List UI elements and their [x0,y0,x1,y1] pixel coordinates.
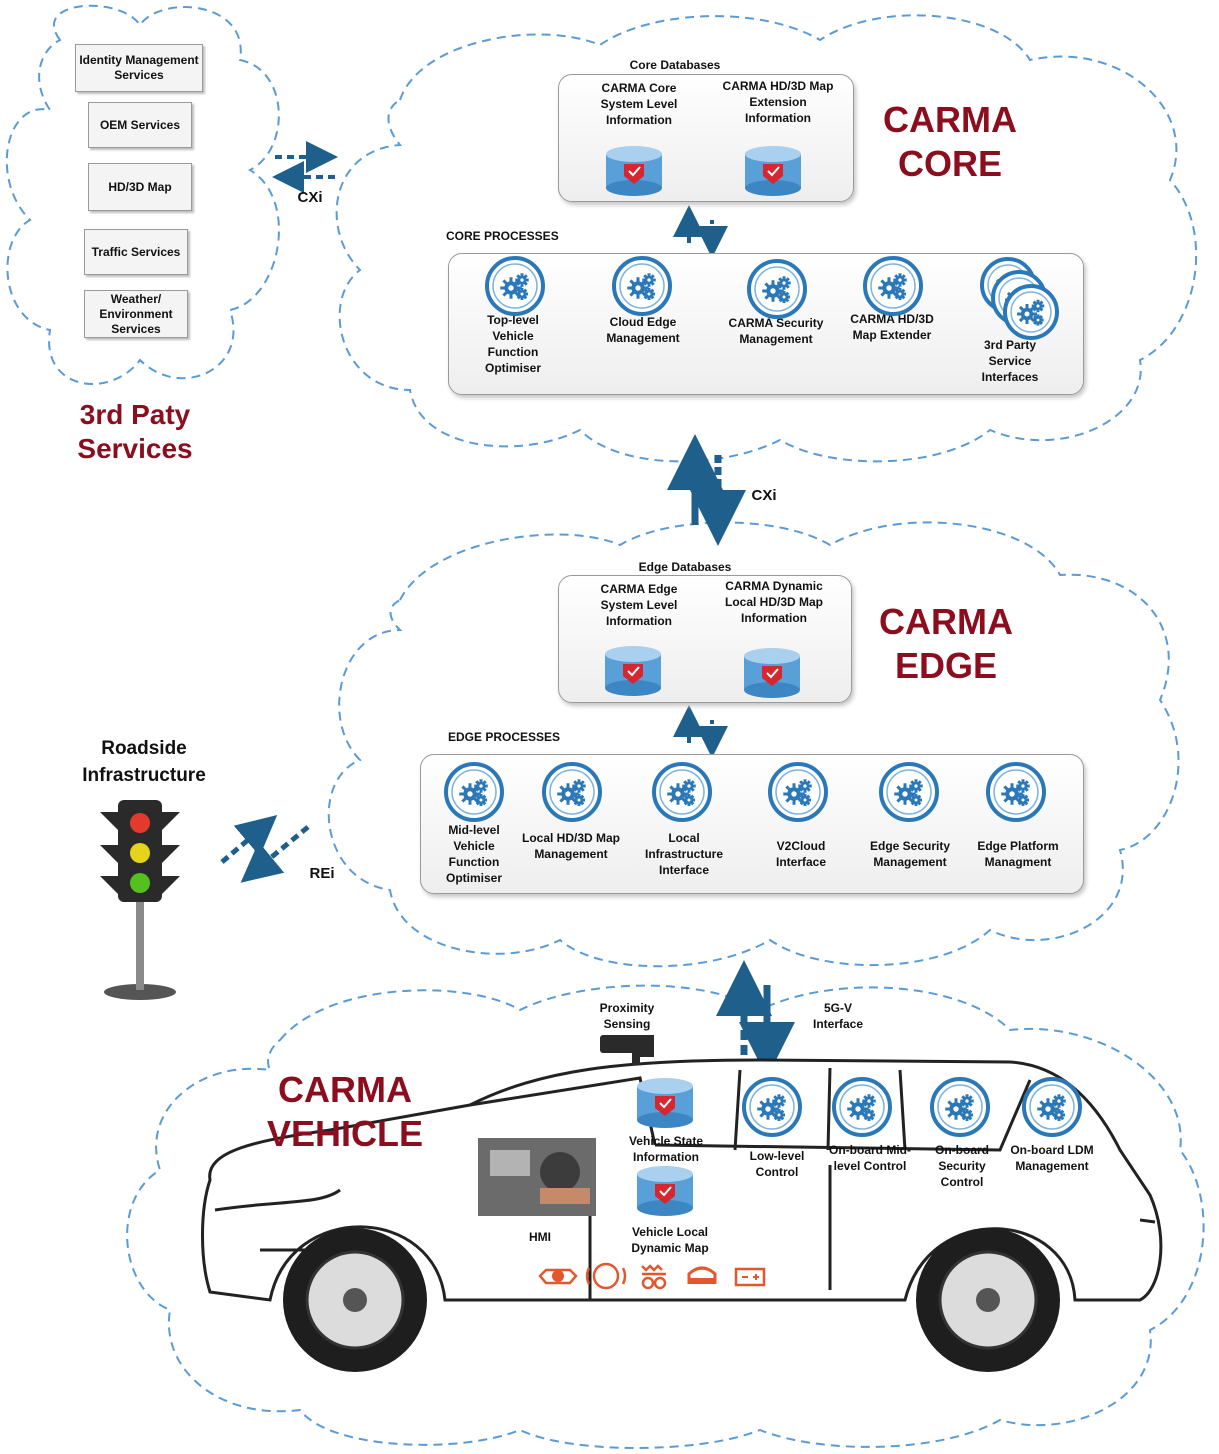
vehicle-process-label: On-board LDM Management [1010,1143,1094,1173]
core-process-label: 3rd Party Service Interfaces [981,338,1039,384]
title-line: CARMA [278,1069,412,1110]
core-databases-label: Core Databases [629,58,721,72]
traffic-light-icon [100,800,180,1000]
third-party-title: 3rd Paty Services [40,398,230,466]
edge-db-label: CARMA Edge System Level Information [600,582,678,628]
vehicle-process-label: On-board Security Control [935,1143,989,1189]
title-line: 3rd Paty [79,399,191,430]
title-line: Services [77,433,193,464]
core-process-label: Cloud Edge Management [606,315,680,345]
edge-db-arrows [673,705,728,758]
rei-arrows [220,815,310,883]
fivegv-label: 5G-V Interface [798,1000,878,1032]
cxi-top-arrows [272,141,338,193]
core-db-arrows [673,205,728,258]
cxi-top-label: CXi [297,189,323,206]
edge-process-label: Local Infrastructure Interface [644,831,724,877]
hmi-image [478,1138,596,1216]
service-identity-management: Identity Management Services [75,44,203,92]
vehicle-process-label: On-board Mid-level Control [829,1143,911,1173]
service-weather-environment: Weather/ Environment Services [84,290,188,338]
fivegv-line: Interface [812,1017,864,1031]
proximity-sensing-label: Proximity Sensing [599,1001,655,1031]
vehicle-state-db-label: Vehicle State Information [628,1134,704,1164]
edge-process-label: Edge Platform Managment [977,839,1059,869]
core-title: CARMA CORE [870,98,1030,186]
service-traffic: Traffic Services [84,229,188,275]
service-label: Weather/ Environment Services [99,291,173,336]
service-label: OEM Services [99,117,181,132]
service-hd-3d-map: HD/3D Map [88,163,192,211]
title-line: CARMA [879,601,1013,642]
service-oem: OEM Services [88,102,192,148]
service-label: Traffic Services [91,244,181,259]
title-line: VEHICLE [266,1113,424,1154]
title-line: CORE [897,143,1002,184]
edge-processes-panel [420,754,1084,894]
vehicle-process-label: Low-level Control [749,1149,805,1179]
service-label: HD/3D Map [108,179,172,194]
hmi-label: HMI [529,1230,551,1244]
cxi-mid-label: CXi [751,487,777,504]
core-process-label: CARMA HD/3D Map Extender [850,312,934,342]
core-process-label: CARMA Security Management [728,316,824,346]
edge-process-label: Edge Security Management [869,839,951,869]
cxi-mid-arrows [667,434,746,546]
title-line: CARMA [883,99,1017,140]
edge-processes-label: EDGE PROCESSES [448,730,561,744]
core-process-label: Top-level Vehicle Function Optimiser [484,313,541,375]
title-line: Infrastructure [82,765,206,786]
third-party-cloud [5,4,280,385]
fivegv-line: 5G-V [823,1001,852,1015]
edge-process-label: Local HD/3D Map Management [521,831,620,861]
roadside-title: Roadside Infrastructure [54,735,234,789]
title-line: Roadside [101,738,187,759]
vehicle-title: CARMA VEHICLE [250,1068,440,1156]
core-processes-label: CORE PROCESSES [446,229,559,243]
rear-wheel-icon [916,1228,1060,1372]
edge-cloud [327,521,1180,968]
vehicle-ldm-db-label: Vehicle Local Dynamic Map [631,1225,709,1255]
service-label: Identity Management Services [79,53,199,82]
edge-process-label: V2Cloud Interface [775,839,827,869]
core-db-label: CARMA HD/3D Map Extension Information [722,79,834,125]
fivegv-arrows [716,960,795,1078]
edge-process-label: Mid-level Vehicle Function Optimiser [445,823,502,885]
front-wheel-icon [283,1228,427,1372]
edge-databases-label: Edge Databases [638,560,732,574]
core-db-label: CARMA Core System Level Information [600,81,678,127]
title-line: EDGE [894,645,998,686]
edge-title: CARMA EDGE [866,600,1026,688]
rei-label: REi [309,865,335,882]
proximity-camera-icon [600,1035,654,1065]
edge-db-label: CARMA Dynamic Local HD/3D Map Informatio… [724,579,823,625]
